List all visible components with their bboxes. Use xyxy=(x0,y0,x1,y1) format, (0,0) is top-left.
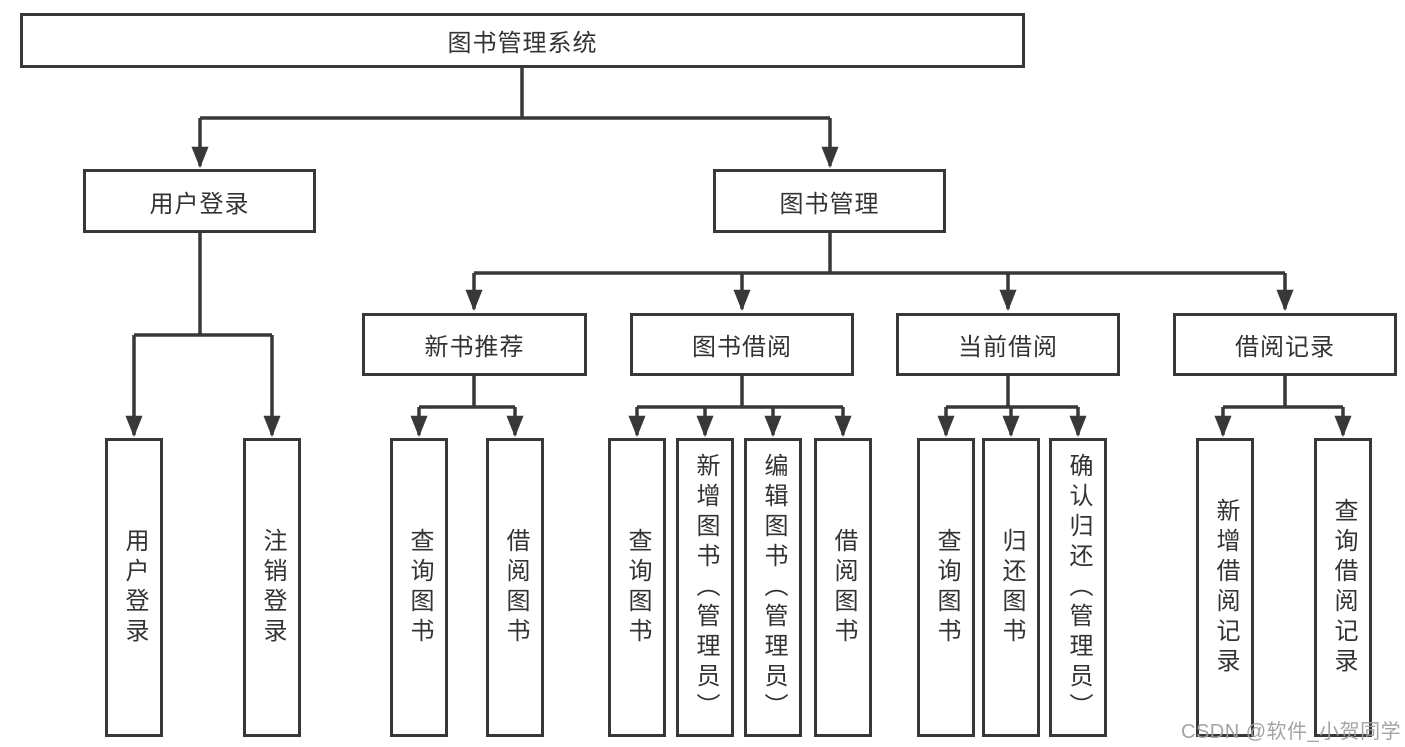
node-label: 新增借阅记录 xyxy=(1212,497,1239,678)
leaf-cb-query-books: 查询图书 xyxy=(917,438,975,737)
node-user-login: 用户登录 xyxy=(83,169,316,233)
csdn-watermark: CSDN @软件_小贺同学 xyxy=(1181,721,1402,743)
node-label: 用户登录 xyxy=(149,190,250,218)
node-label: 注销登录 xyxy=(259,527,286,648)
node-label: 用户登录 xyxy=(121,527,148,648)
node-new-book-recommend: 新书推荐 xyxy=(362,313,587,376)
leaf-bb-query-books: 查询图书 xyxy=(608,438,666,737)
node-label: 当前借阅 xyxy=(958,334,1058,361)
leaf-nbr-borrow-books: 借阅图书 xyxy=(486,438,544,737)
leaf-bb-edit-books-admin: 编辑图书（管理员） xyxy=(744,438,802,737)
node-label: 图书管理系统 xyxy=(447,30,598,57)
node-label: 查询图书 xyxy=(933,527,960,648)
leaf-cb-return-books: 归还图书 xyxy=(982,438,1040,737)
leaf-user-login: 用户登录 xyxy=(105,438,163,737)
node-label: 图书管理 xyxy=(779,190,880,218)
node-borrow-records: 借阅记录 xyxy=(1173,313,1397,376)
node-label: 新书推荐 xyxy=(424,334,525,361)
node-library-management-system: 图书管理系统 xyxy=(20,13,1025,68)
node-label: 图书借阅 xyxy=(692,334,792,361)
node-label: 查询借阅记录 xyxy=(1330,497,1357,678)
node-book-borrow: 图书借阅 xyxy=(630,313,854,376)
tree-arrows xyxy=(125,118,1352,438)
leaf-br-add-record: 新增借阅记录 xyxy=(1196,438,1254,737)
node-label: 确认归还（管理员） xyxy=(1065,452,1092,723)
leaf-bb-add-books-admin: 新增图书（管理员） xyxy=(676,438,734,737)
leaf-bb-borrow-books: 借阅图书 xyxy=(814,438,872,737)
leaf-cb-confirm-return-admin: 确认归还（管理员） xyxy=(1049,438,1107,737)
node-label: 借阅图书 xyxy=(830,527,857,648)
node-label: 查询图书 xyxy=(406,527,433,648)
leaf-logout: 注销登录 xyxy=(243,438,301,737)
leaf-nbr-query-books: 查询图书 xyxy=(390,438,448,737)
leaf-br-query-record: 查询借阅记录 xyxy=(1314,438,1372,737)
node-label: 新增图书（管理员） xyxy=(692,452,719,723)
node-label: 归还图书 xyxy=(998,527,1025,648)
node-book-management: 图书管理 xyxy=(713,169,946,233)
node-label: 编辑图书（管理员） xyxy=(760,452,787,723)
node-label: 查询图书 xyxy=(624,527,651,648)
node-label: 借阅记录 xyxy=(1235,334,1335,361)
node-label: 借阅图书 xyxy=(502,527,529,648)
node-current-borrow: 当前借阅 xyxy=(896,313,1120,376)
